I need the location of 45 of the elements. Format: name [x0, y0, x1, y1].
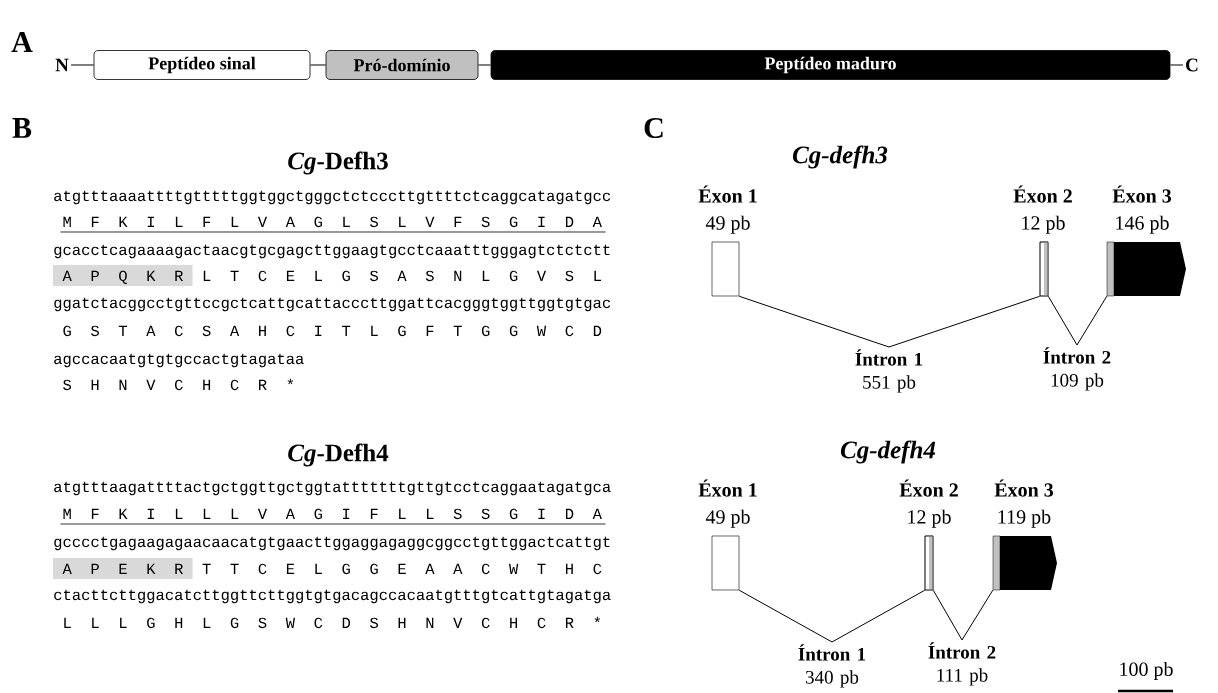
dna-sequence: gcacctcagaaaagactaacgtgcgagcttggaagtgcctcaaatttgggagtctctctt — [54, 244, 610, 259]
amino-acid-sequence: M F K I L L L V A G I F L L S S G I D A — [60, 508, 606, 525]
intron-line — [738, 589, 926, 643]
intron-label: Íntron 1 340 pb — [798, 644, 866, 688]
dna-sequence: agccacaatgtgtgccactgtagataa — [54, 353, 304, 368]
sequence-title: Cg-Defh4 — [288, 443, 389, 467]
connector-line — [309, 64, 327, 66]
dna-sequence: atgtttaagattttactgctggttgctggtatttttttgttgtcctcaggaatagatgca — [54, 481, 611, 496]
exon-label: Éxon 1 49 pb — [698, 185, 757, 234]
amino-acid-sequence: L L L G H L G S W C D S H N V C H C R * — [64, 616, 601, 629]
connector-line — [1169, 64, 1184, 66]
gene-title: Cg-defh3 — [792, 145, 888, 169]
terminus-label: C — [1186, 58, 1198, 72]
amino-acid-sequence: S H N V C H C R * — [63, 378, 294, 391]
amino-acid-sequence: A P E K R T T C E L G G E A A C W T H C — [53, 558, 602, 579]
amino-acid-sequence: A P Q K R L T C E L G S A S N L G V S L — [53, 265, 601, 286]
terminus-label: N — [55, 58, 69, 72]
exon-label: Éxon 3 146 pb — [1112, 185, 1172, 234]
panel-letter: B — [12, 118, 32, 138]
intron-label: Íntron 2 109 pb — [1043, 347, 1111, 391]
intron-line — [932, 589, 994, 641]
intron-label: Íntron 1 551 pb — [855, 349, 923, 393]
dna-sequence: ggatctacggcctgttccgctcattgcattacccttggattcacgggtggttggtgtgac — [54, 297, 611, 312]
sequence-title: Cg-Defh3 — [288, 151, 388, 175]
intron-label: Íntron 2 111 pb — [928, 642, 996, 686]
gene-title: Cg-defh4 — [840, 440, 936, 464]
exon-label: Éxon 2 12 pb — [899, 479, 958, 528]
intron-line — [1047, 295, 1108, 346]
domain-box: Peptídeo maduro — [490, 50, 1171, 80]
exon-label: Éxon 1 49 pb — [698, 479, 757, 528]
dna-sequence: ctacttcttggacatcttggttcttggtgtgacagccacaatgtttgtcattgtagatga — [54, 589, 611, 604]
panel-letter: A — [11, 32, 33, 52]
scale-label: 100 pb — [1120, 661, 1173, 681]
dna-sequence: atgtttaaaattttgtttttggtggctgggctctcccttgttttctcaggcatagatgcc — [54, 190, 611, 205]
panel-letter: C — [644, 117, 663, 139]
amino-acid-sequence: G S T A C S A H C I T L G F T G G W C D — [63, 325, 602, 337]
exon-label: Éxon 2 12 pb — [1013, 185, 1072, 234]
connector-line — [70, 64, 95, 66]
dna-sequence: gcccctgagaagagaacaacatgtgaacttggaggagaggcggcctgttggactcattgt — [54, 536, 610, 551]
amino-acid-sequence: M F K I L F L V A G L S L V F S G I D A — [60, 216, 606, 233]
domain-box: Peptídeo sinal — [93, 50, 311, 80]
connector-line — [477, 64, 492, 66]
exon-label: Éxon 3 119 pb — [994, 479, 1054, 528]
domain-box: Pró-domínio — [325, 50, 479, 80]
intron-line — [738, 295, 1041, 348]
